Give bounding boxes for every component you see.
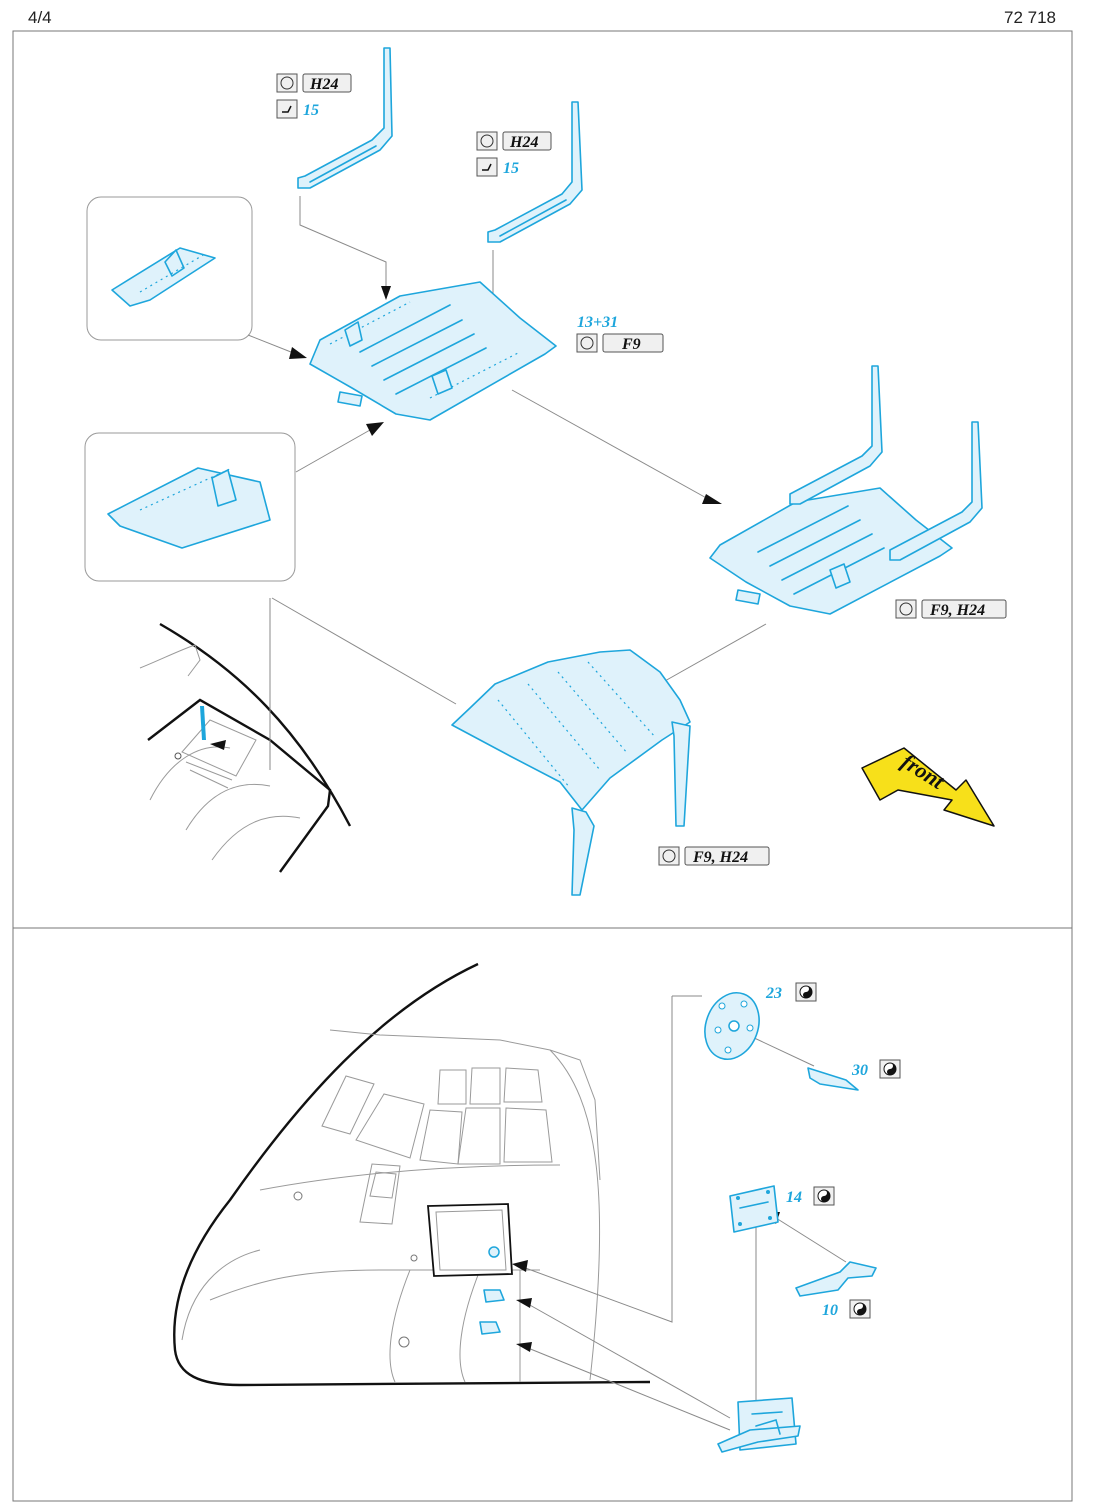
floor-assembly-f9-h24: [709, 365, 983, 615]
curved-cover-part: [451, 649, 691, 896]
lever-part-30: [807, 1067, 859, 1091]
plate-part-14: [729, 1185, 779, 1233]
leader-line: [511, 389, 711, 501]
part-number-30: 30: [851, 1062, 868, 1079]
leader-line: [775, 1217, 847, 1263]
part-number-14: 14: [786, 1189, 802, 1206]
arrowhead: [289, 347, 307, 359]
bracket-part-h24-left: [297, 47, 393, 189]
label-h24-left: H24 15: [276, 73, 352, 119]
label-f9-h24-text: F9, H24: [692, 849, 748, 866]
bend-icon: [282, 105, 292, 113]
leader-line: [527, 1347, 731, 1431]
registered-circle-icon: [580, 336, 594, 350]
registered-circle-icon: [480, 134, 494, 148]
set-number: 72 718: [1004, 8, 1056, 27]
detail-callout-upper: [86, 196, 253, 341]
label-23: 23: [765, 982, 817, 1002]
label-h24-text: H24: [309, 76, 338, 93]
registered-circle-icon: [662, 849, 676, 863]
part-number-15: 15: [503, 160, 519, 177]
label-f9-h24-text: F9, H24: [929, 602, 985, 619]
arrowhead: [512, 1260, 528, 1272]
part-number-23: 23: [765, 985, 782, 1002]
label-h24-right: H24 15: [476, 131, 552, 177]
leader-line: [295, 429, 371, 473]
bracket-part-h24-right: [487, 101, 583, 243]
label-10: 10: [822, 1299, 871, 1319]
leader-line: [527, 1303, 731, 1419]
fuselage-bay-sketch: [139, 622, 352, 873]
disc-part-23: [704, 992, 760, 1060]
leader-line: [271, 597, 457, 705]
bracket-assembly-bottom: [717, 1397, 801, 1453]
label-30: 30: [851, 1059, 901, 1079]
registered-circle-icon: [280, 76, 294, 90]
remove-icon-box: [276, 73, 298, 93]
arrowhead: [366, 422, 384, 436]
leader-line: [655, 623, 767, 687]
arrowhead: [210, 740, 226, 750]
page-number: 4/4: [28, 8, 52, 27]
part-number-10: 10: [822, 1302, 838, 1319]
label-h24-text: H24: [509, 134, 538, 151]
arrowhead: [702, 494, 722, 504]
bend-icon-box: [276, 99, 298, 119]
label-f9-h24-upper: F9, H24: [895, 599, 1007, 619]
leader-line: [247, 334, 297, 355]
leader-line: [299, 196, 387, 290]
arrowhead: [516, 1342, 532, 1352]
leader-line: [519, 996, 673, 1323]
leader-line: [749, 1035, 815, 1067]
label-14: 14: [786, 1186, 835, 1206]
label-f9-text: F9: [621, 336, 641, 353]
bend-icon: [482, 163, 492, 171]
label-13-31: 13+31 F9: [576, 314, 664, 353]
bracket-part-10: [795, 1261, 877, 1297]
sheet-frame: [12, 30, 1073, 1502]
arrowhead: [381, 286, 391, 300]
part-number-13-31: 13+31: [577, 314, 618, 331]
arrowhead: [516, 1298, 532, 1308]
detail-callout-lower: [84, 432, 296, 582]
label-f9-h24-lower: F9, H24: [658, 846, 770, 866]
part-number-15: 15: [303, 102, 319, 119]
floor-panel-part-13-31: [309, 281, 557, 421]
registered-circle-icon: [899, 602, 913, 616]
front-arrow-icon: front: [861, 747, 995, 827]
cockpit-nose-sketch: [173, 962, 651, 1387]
